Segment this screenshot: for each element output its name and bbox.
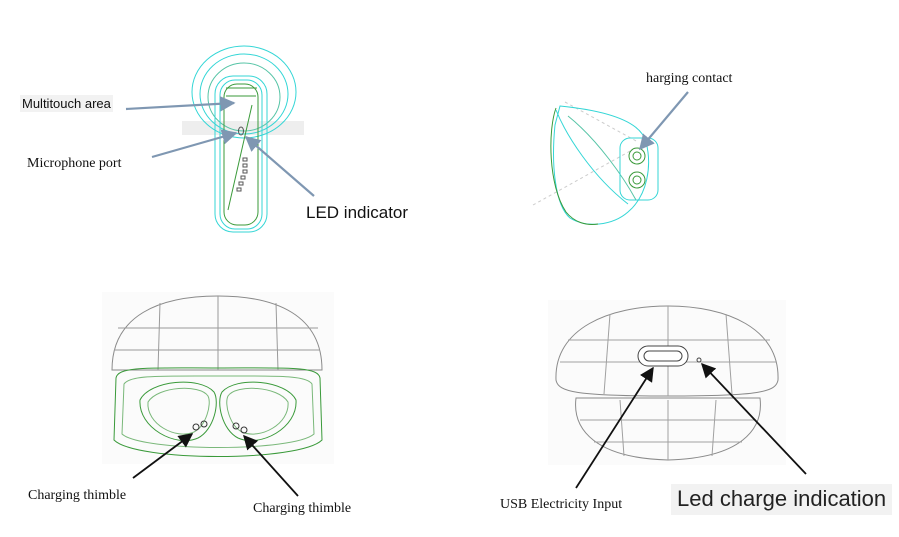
arrow-thimble-left (132, 433, 194, 479)
arrow-charging-contact (639, 91, 689, 151)
earbud-head-core (207, 62, 281, 132)
arrow-usb-input (575, 366, 654, 489)
earbud-stem-core (223, 83, 259, 226)
case-closed-background (548, 300, 786, 465)
usb-port-outer (637, 345, 689, 367)
right-earbud-cavity (219, 381, 297, 442)
arrow-microphone (151, 129, 238, 159)
microphone-hole (238, 126, 244, 136)
label-charging-contact: harging contact (646, 71, 733, 86)
contact-pin-top (628, 147, 646, 165)
side-body-contour-2 (567, 115, 637, 201)
case-closed-lid (555, 305, 779, 397)
side-body-outer (553, 105, 649, 225)
earbud-stem-lines (226, 87, 257, 97)
left-earbud-cavity-inner (147, 387, 210, 435)
earbud-side-view (532, 101, 659, 225)
label-charging-thimble-left: Charging thimble (28, 488, 127, 503)
label-led-charge-indication: Led charge indication (671, 484, 893, 515)
earbud-stem-inner (219, 79, 263, 230)
thimble-left-pin-1 (192, 423, 200, 431)
side-body-edge (550, 107, 599, 225)
arrow-led-indicator (244, 135, 315, 197)
thimble-right-pin-2 (240, 426, 248, 434)
left-earbud-cavity (139, 381, 217, 442)
guide-line-lower (532, 149, 633, 206)
contact-pin-bottom-inner (632, 175, 642, 185)
closed-base-segments (619, 399, 717, 460)
led-dots (236, 157, 248, 192)
right-earbud-cavity-inner (226, 387, 289, 435)
label-charging-thimble-right: Charging thimble (253, 501, 352, 516)
arrow-thimble-right (243, 434, 299, 497)
guide-line-upper (564, 101, 639, 143)
charging-case-open-view (102, 292, 334, 464)
label-multitouch-area: Multitouch area (20, 95, 113, 112)
usb-port-inner (643, 350, 683, 362)
earbud-stem-diagonal (227, 104, 253, 211)
thimble-right-pin-1 (232, 422, 240, 430)
contact-plate (619, 137, 659, 201)
label-led-indicator: LED indicator (306, 203, 409, 222)
arrow-led-charge (701, 362, 807, 475)
case-base-outer (113, 367, 323, 457)
pointer-arrows (125, 91, 807, 497)
side-body-contour (555, 109, 629, 205)
led-charge-dot (696, 357, 702, 363)
lid-segments (157, 296, 279, 371)
earbud-head-inner (199, 53, 289, 135)
label-microphone-port: Microphone port (27, 156, 122, 171)
thimble-left-pin-2 (200, 420, 208, 428)
contact-pin-bottom (628, 171, 646, 189)
earbud-front-view (182, 45, 304, 233)
label-usb-input: USB Electricity Input (500, 497, 623, 512)
contact-pin-top-inner (632, 151, 642, 161)
arrow-multitouch (125, 96, 236, 112)
charging-case-closed-view (548, 300, 786, 465)
